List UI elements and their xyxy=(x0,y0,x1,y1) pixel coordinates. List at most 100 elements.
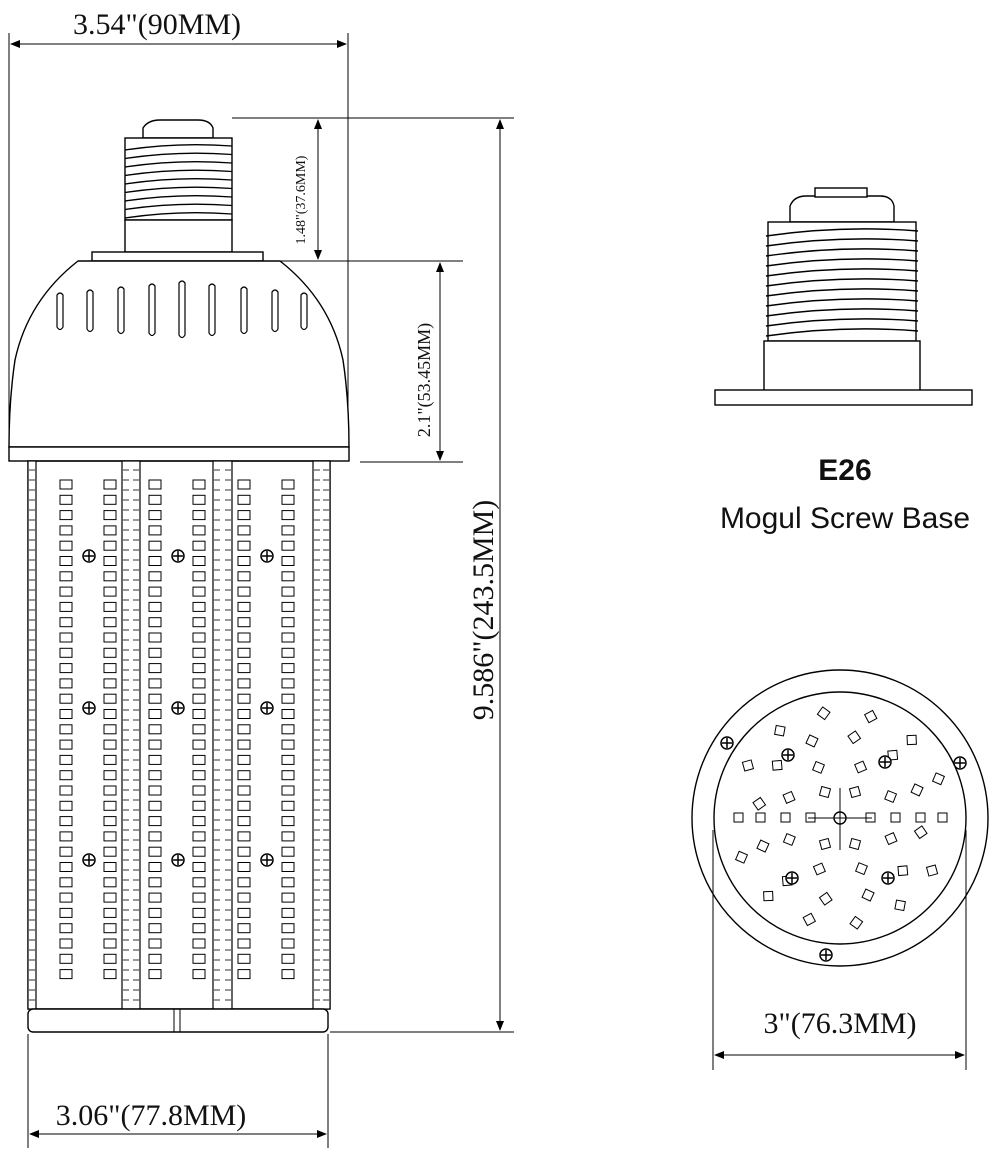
led-chip xyxy=(192,907,206,918)
led-chip xyxy=(281,632,295,643)
led-chip xyxy=(148,709,162,719)
led-chip xyxy=(59,754,73,765)
circle-led-chip xyxy=(925,864,939,877)
led-chip xyxy=(237,647,251,658)
led-chip xyxy=(237,862,251,872)
led-chip xyxy=(148,617,162,628)
led-chip xyxy=(103,571,117,582)
bulb-dome xyxy=(8,260,350,462)
led-chip xyxy=(281,556,295,566)
led-chip xyxy=(59,494,73,505)
circle-led-chip xyxy=(894,899,906,912)
circle-led-chip xyxy=(906,734,917,746)
led-chip xyxy=(192,632,206,643)
led-chip xyxy=(59,877,73,888)
led-chip xyxy=(148,831,162,842)
led-chip xyxy=(59,647,73,658)
circle-led-chip xyxy=(818,891,833,906)
base-model-label: E26 xyxy=(818,454,871,487)
dome-vent-slot xyxy=(271,289,279,333)
base-height-dimension: 1.48"(37.6MM) xyxy=(232,117,514,262)
led-chip xyxy=(237,785,251,796)
led-chip xyxy=(281,816,295,827)
circle-led-chip xyxy=(863,709,878,724)
circle-led-chip xyxy=(752,796,767,811)
led-chip xyxy=(281,617,295,628)
led-chip xyxy=(237,510,251,521)
bulb-screw-base xyxy=(91,119,264,262)
led-chip xyxy=(281,953,295,964)
led-chip xyxy=(281,739,295,750)
led-chip xyxy=(237,617,251,628)
circle-led-chip xyxy=(913,825,928,840)
led-strip-divider xyxy=(212,460,233,1010)
led-chip xyxy=(59,724,73,735)
dome-vent-slot xyxy=(300,292,308,331)
circle-led-chip xyxy=(818,837,832,851)
led-chip xyxy=(237,693,251,704)
led-chip xyxy=(59,479,73,490)
led-chip xyxy=(281,892,295,903)
led-chip xyxy=(59,601,73,612)
led-chip xyxy=(237,601,251,612)
led-chip xyxy=(103,862,117,872)
led-chip xyxy=(148,938,162,949)
led-chip xyxy=(281,693,295,704)
e26-thread-line xyxy=(765,258,919,267)
led-chip xyxy=(192,739,206,750)
led-strip-divider xyxy=(27,460,37,1010)
led-chip xyxy=(237,892,251,903)
led-chip xyxy=(148,571,162,582)
led-chip xyxy=(148,892,162,903)
led-chip xyxy=(192,586,206,597)
circle-led-chip xyxy=(780,812,791,823)
circle-led-chip xyxy=(854,760,868,774)
thread-line xyxy=(124,178,233,185)
led-chip xyxy=(237,663,251,674)
bottom-width-dimension: 3.06"(77.8MM) xyxy=(27,1034,329,1148)
led-chip xyxy=(148,693,162,704)
circle-led-chip xyxy=(805,734,819,748)
led-chip xyxy=(103,525,117,536)
led-chip xyxy=(281,877,295,888)
e26-thread-line xyxy=(765,298,919,307)
led-chip xyxy=(59,969,73,980)
led-chip xyxy=(59,571,73,582)
led-chip xyxy=(281,678,295,689)
led-chip xyxy=(281,846,295,857)
circle-led-chip xyxy=(849,915,864,930)
led-chip xyxy=(192,479,206,490)
led-chip xyxy=(237,525,251,536)
led-chip xyxy=(237,632,251,643)
led-chip xyxy=(281,494,295,505)
thread-line xyxy=(124,203,233,211)
led-chip xyxy=(237,831,251,842)
led-chip xyxy=(103,586,117,597)
led-chip xyxy=(192,938,206,949)
led-chip xyxy=(103,816,117,827)
led-chip xyxy=(59,617,73,628)
led-chip xyxy=(237,907,251,918)
led-chip xyxy=(237,494,251,505)
circle-led-chip xyxy=(915,812,926,823)
dome-vent-slot xyxy=(240,286,248,335)
led-chip xyxy=(103,632,117,643)
circle-led-chip xyxy=(756,839,770,853)
led-chip xyxy=(281,571,295,582)
circle-led-chip xyxy=(782,832,796,846)
led-chip xyxy=(281,663,295,674)
e26-thread-line xyxy=(765,278,919,287)
led-chip xyxy=(281,647,295,658)
dome-vent-slot xyxy=(56,292,64,331)
led-chip xyxy=(103,693,117,704)
e26-base-detail: E26 Mogul Screw Base xyxy=(714,187,973,535)
led-chip xyxy=(281,510,295,521)
led-chip xyxy=(281,969,295,980)
led-chip xyxy=(148,556,162,566)
led-chip xyxy=(103,938,117,949)
led-chip xyxy=(192,663,206,674)
led-chip xyxy=(59,739,73,750)
led-chip xyxy=(148,586,162,597)
led-chip xyxy=(237,923,251,934)
led-strip-divider xyxy=(121,460,141,1010)
